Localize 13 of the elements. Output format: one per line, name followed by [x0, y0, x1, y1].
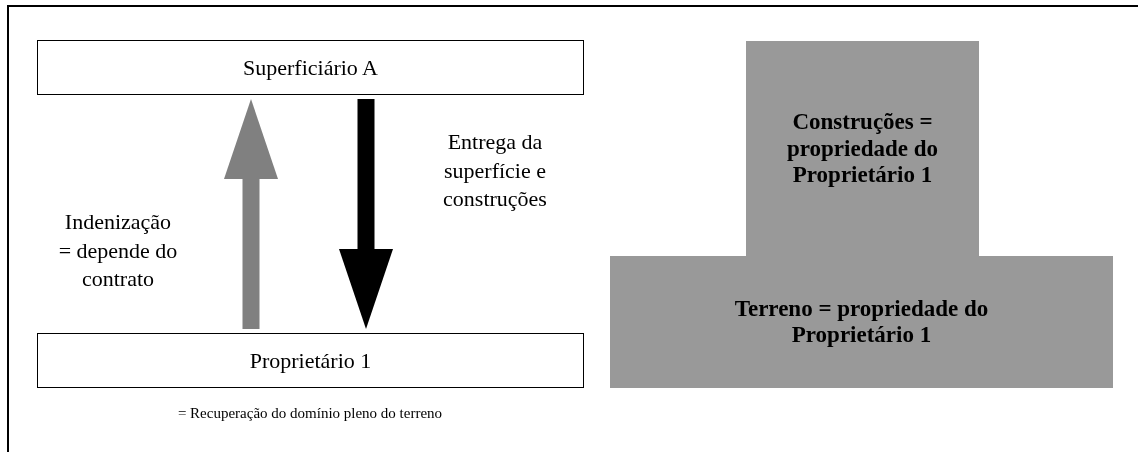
party-box: [37, 333, 584, 388]
node-label: Proprietário 1: [248, 347, 373, 374]
note-text: = Recuperação do domínio pleno do terreno: [176, 405, 444, 422]
edge-label: Entrega da superfície e construções: [442, 128, 548, 214]
land-block: [610, 256, 1113, 388]
party-box: [37, 40, 584, 95]
node-label: Terreno = propriedade do Proprietário 1: [733, 295, 990, 349]
node-label: Construções = propriedade do Proprietário 1: [786, 109, 939, 189]
edge-label: Indenização = depende do contrato: [58, 208, 178, 294]
block-arrow: [224, 99, 278, 329]
node-label: Superficiário A: [242, 54, 379, 81]
block-arrow: [339, 99, 393, 329]
building-block: [746, 41, 979, 257]
